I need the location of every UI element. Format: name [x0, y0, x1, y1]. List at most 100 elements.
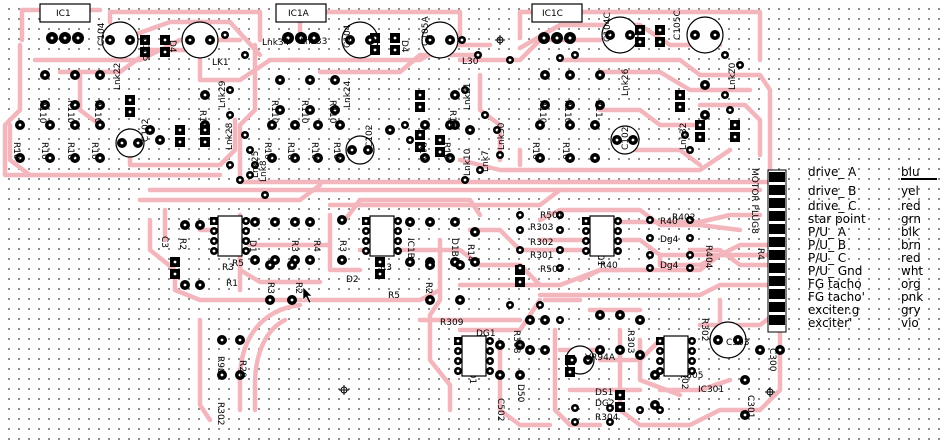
drill-hole [253, 220, 257, 224]
drill-hole [338, 156, 342, 160]
component-label: C3 [159, 236, 169, 248]
component-label: Lnk28 [225, 122, 235, 150]
drill-hole [703, 113, 707, 117]
drill-hole [598, 313, 602, 317]
drill-hole [478, 168, 482, 172]
drill-hole [158, 138, 162, 142]
drill-hole [518, 266, 522, 270]
drill-hole [618, 393, 622, 397]
drill-hole [488, 369, 492, 373]
drill-hole [212, 249, 216, 253]
drill-hole [573, 406, 577, 410]
component-label: R11 [197, 110, 207, 128]
component-label: R10 [530, 142, 540, 160]
drill-hole [458, 263, 462, 267]
drill-hole [473, 260, 477, 264]
drill-hole [418, 133, 422, 137]
drill-hole [608, 33, 612, 37]
component-label: Lnk26 [621, 68, 631, 96]
drill-hole [658, 349, 662, 353]
drill-hole [173, 260, 177, 264]
drill-hole [648, 253, 652, 257]
drill-hole [333, 78, 337, 82]
drill-hole [616, 239, 620, 243]
drill-hole [543, 318, 547, 322]
component-label: Lnk29 [218, 80, 228, 108]
drill-hole [608, 406, 612, 410]
drill-hole [244, 219, 248, 223]
drill-hole [393, 48, 397, 52]
drill-hole [616, 229, 620, 233]
drill-hole [558, 228, 562, 232]
component-label: R10 [309, 142, 319, 160]
component-label: Dg4 [660, 235, 679, 245]
drill-hole [728, 108, 732, 112]
drill-hole [456, 359, 460, 363]
drill-hole [738, 63, 742, 67]
drill-hole [570, 358, 574, 362]
drill-hole [456, 339, 460, 343]
drill-hole [648, 218, 652, 222]
drill-hole [308, 108, 312, 112]
component-label: C104 [97, 22, 107, 46]
drill-hole [543, 73, 547, 77]
component-label: C301 [745, 395, 755, 418]
drill-hole [73, 123, 77, 127]
component-label: Lnk22 [113, 63, 123, 90]
drill-hole [518, 343, 522, 347]
drill-hole [340, 258, 344, 262]
drill-hole [244, 249, 248, 253]
component-label: R503 [540, 265, 563, 275]
drill-hole [423, 156, 427, 160]
drill-hole [212, 239, 216, 243]
legend-signal: drive_ A [808, 165, 857, 179]
drill-hole [333, 108, 337, 112]
drill-hole [396, 219, 400, 223]
drill-hole [403, 123, 407, 127]
drill-hole [568, 73, 572, 77]
drill-hole [703, 83, 707, 87]
drill-hole [273, 220, 277, 224]
legend-color: org [901, 277, 921, 291]
drill-hole [518, 373, 522, 377]
drill-hole [438, 138, 442, 142]
component-label: R20 [237, 360, 247, 378]
drill-hole [273, 258, 277, 262]
drill-hole [408, 220, 412, 224]
drill-hole [473, 230, 477, 234]
drill-hole [396, 249, 400, 253]
component-label: C102 [621, 127, 631, 150]
component-label: C105C [673, 10, 683, 40]
component-label: R11 [447, 110, 457, 128]
drill-hole [538, 156, 542, 160]
ic1c-label: IC1C [542, 9, 563, 19]
dip-ics [217, 215, 689, 377]
drill-hole [568, 370, 572, 374]
drill-hole [418, 105, 422, 109]
drill-hole [268, 298, 272, 302]
drill-hole [203, 140, 207, 144]
component-label: R309 [440, 318, 464, 328]
drill-hole [223, 33, 227, 37]
drill-hole [488, 339, 492, 343]
drill-hole [678, 105, 682, 109]
component-label: R4 [311, 240, 321, 252]
drill-hole [248, 173, 252, 177]
drill-hole [364, 249, 368, 253]
drill-hole [690, 359, 694, 363]
drill-hole [308, 78, 312, 82]
drill-hole [178, 128, 182, 132]
drill-hole [253, 163, 257, 167]
drill-hole [658, 28, 662, 32]
drill-hole [631, 138, 635, 142]
drill-hole [698, 123, 702, 127]
component-label: Lnk30 [497, 122, 507, 150]
drill-hole [43, 103, 47, 107]
drill-hole [538, 123, 542, 127]
drill-hole [690, 349, 694, 353]
component-label: DG2 [595, 399, 615, 409]
drill-hole [716, 338, 720, 342]
drill-hole [268, 263, 272, 267]
component-label: VR94A [585, 353, 616, 363]
